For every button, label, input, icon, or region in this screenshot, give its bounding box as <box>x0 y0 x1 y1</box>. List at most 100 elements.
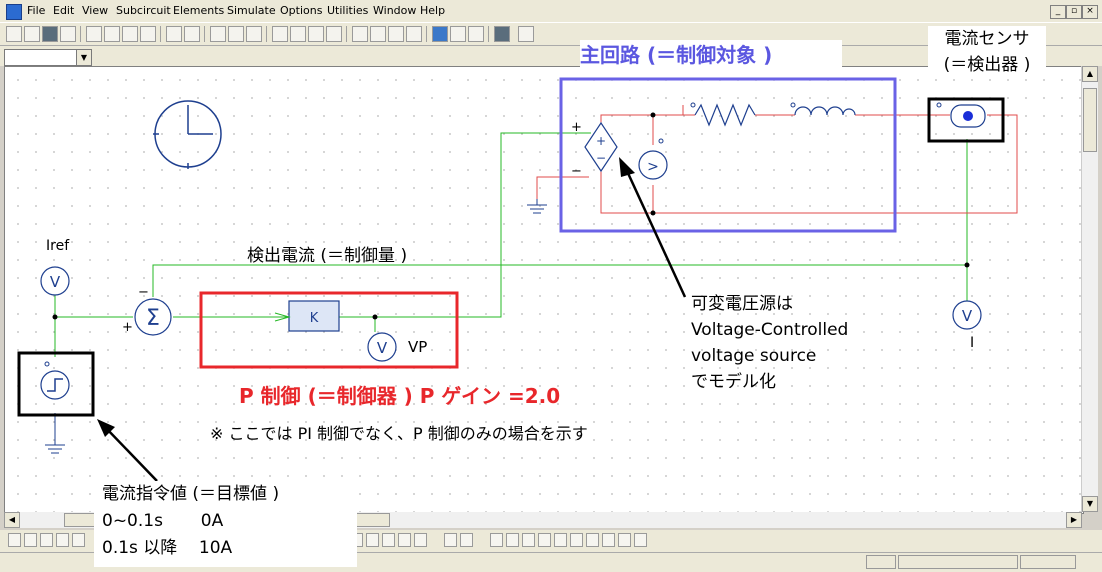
text-icon[interactable] <box>518 26 534 42</box>
element-icon[interactable] <box>24 533 37 547</box>
element-icon[interactable] <box>414 533 427 547</box>
pointer-icon[interactable] <box>326 26 342 42</box>
svg-text:+: + <box>596 134 606 148</box>
element-icon[interactable] <box>398 533 411 547</box>
p-only-note: ※ ここでは PI 制御でなく、P 制御のみの場合を示す <box>210 424 588 443</box>
page-icon[interactable] <box>406 26 422 42</box>
sensor-title: 電流センサ (＝検出器 ) <box>928 26 1046 78</box>
iref-voltmeter[interactable]: V <box>40 266 70 296</box>
restore-button[interactable]: ▫ <box>1066 5 1082 19</box>
check-icon[interactable] <box>166 26 182 42</box>
element-icon[interactable] <box>522 533 535 547</box>
zoom-out-icon[interactable] <box>370 26 386 42</box>
svg-text:V: V <box>377 339 388 357</box>
scroll-right-icon[interactable]: ▶ <box>1066 512 1082 528</box>
element-icon[interactable] <box>570 533 583 547</box>
scope-icon[interactable] <box>494 26 510 42</box>
element-combo[interactable]: ▼ <box>4 49 92 66</box>
pause-icon[interactable] <box>450 26 466 42</box>
svg-text:V: V <box>962 307 973 325</box>
controlled-voltage-source[interactable]: + − <box>584 121 618 173</box>
step-icon[interactable] <box>468 26 484 42</box>
element-icon[interactable] <box>56 533 69 547</box>
status-pane <box>1020 555 1076 569</box>
plus-sign: + <box>571 120 582 135</box>
wire-icon[interactable] <box>272 26 288 42</box>
element-icon[interactable] <box>8 533 21 547</box>
element-icon[interactable] <box>634 533 647 547</box>
run-icon[interactable] <box>432 26 448 42</box>
cut-icon[interactable] <box>86 26 102 42</box>
zoom-in-icon[interactable] <box>352 26 368 42</box>
i-voltmeter[interactable]: V <box>952 300 982 330</box>
zoom-fit-icon[interactable] <box>388 26 404 42</box>
element-icon[interactable] <box>460 533 473 547</box>
p-controller-frame <box>199 291 459 369</box>
element-icon[interactable] <box>506 533 519 547</box>
element-icon[interactable] <box>72 533 85 547</box>
menu-elements[interactable]: Elements <box>173 4 225 17</box>
minimize-button[interactable]: _ <box>1050 5 1066 19</box>
menu-utilities[interactable]: Utilities <box>327 4 369 17</box>
label-icon[interactable] <box>290 26 306 42</box>
new-icon[interactable] <box>6 26 22 42</box>
gain-block[interactable]: K <box>288 300 340 332</box>
svg-text:>: > <box>647 159 659 175</box>
menu-subcircuit[interactable]: Subcircuit <box>116 4 171 17</box>
app-icon[interactable] <box>6 4 22 20</box>
element-icon[interactable] <box>586 533 599 547</box>
summing-junction[interactable]: Σ <box>134 298 172 336</box>
vsrc-note-line3: voltage source <box>691 346 816 366</box>
save-icon[interactable] <box>42 26 58 42</box>
close-button[interactable]: × <box>1082 5 1098 19</box>
menu-window[interactable]: Window <box>373 4 417 17</box>
menu-simulate[interactable]: Simulate <box>227 4 276 17</box>
p-control-title: P 制御 (＝制御器 ) P ゲイン =2.0 <box>239 384 560 408</box>
resistor[interactable] <box>690 102 756 127</box>
sensor-title-line2: (＝検出器 ) <box>943 55 1031 75</box>
scroll-down-icon[interactable]: ▼ <box>1082 496 1098 512</box>
vertical-scrollbar[interactable]: ▲ ▼ <box>1081 66 1098 512</box>
menu-file[interactable]: File <box>27 4 46 17</box>
flip-icon[interactable] <box>246 26 262 42</box>
element-icon[interactable] <box>40 533 53 547</box>
menu-edit[interactable]: Edit <box>53 4 75 17</box>
inductor[interactable] <box>790 102 856 116</box>
clock-icon[interactable] <box>153 100 222 169</box>
schematic-canvas[interactable]: V Iref Σ − + K V VP + − + − > <box>4 66 1084 514</box>
menu-view[interactable]: View <box>82 4 109 17</box>
element-icon[interactable] <box>444 533 457 547</box>
element-icon[interactable] <box>382 533 395 547</box>
print-icon[interactable] <box>60 26 76 42</box>
copy-icon[interactable] <box>104 26 120 42</box>
clipboard-icon[interactable] <box>140 26 156 42</box>
element-icon[interactable] <box>602 533 615 547</box>
arrow-vsrc <box>619 157 687 298</box>
element-icon[interactable] <box>618 533 631 547</box>
element-icon[interactable] <box>554 533 567 547</box>
menu-options[interactable]: Options <box>280 4 323 17</box>
vp-voltmeter[interactable]: V <box>367 332 397 362</box>
scroll-up-icon[interactable]: ▲ <box>1082 66 1098 82</box>
element-icon[interactable] <box>490 533 503 547</box>
reference-note-line3: 0.1s 以降 10A <box>102 538 233 558</box>
element-icon[interactable] <box>366 533 379 547</box>
arrow-reference <box>97 419 158 482</box>
paste-icon[interactable] <box>122 26 138 42</box>
open-icon[interactable] <box>24 26 40 42</box>
menu-help[interactable]: Help <box>420 4 446 17</box>
status-pane <box>898 555 1018 569</box>
cancel-icon[interactable] <box>184 26 200 42</box>
vertical-scroll-thumb[interactable] <box>1083 88 1097 152</box>
undo-icon[interactable] <box>210 26 226 42</box>
rotate-icon[interactable] <box>228 26 244 42</box>
element-icon[interactable] <box>538 533 551 547</box>
scroll-left-icon[interactable]: ◀ <box>4 512 20 528</box>
current-sensor[interactable] <box>936 102 986 128</box>
chevron-down-icon[interactable]: ▼ <box>76 50 91 65</box>
svg-text:Σ: Σ <box>146 306 160 331</box>
step-source[interactable] <box>40 361 70 400</box>
hand-icon[interactable] <box>308 26 324 42</box>
output-voltmeter[interactable]: > <box>638 138 668 180</box>
sensor-title-line1: 電流センサ <box>944 29 1030 49</box>
